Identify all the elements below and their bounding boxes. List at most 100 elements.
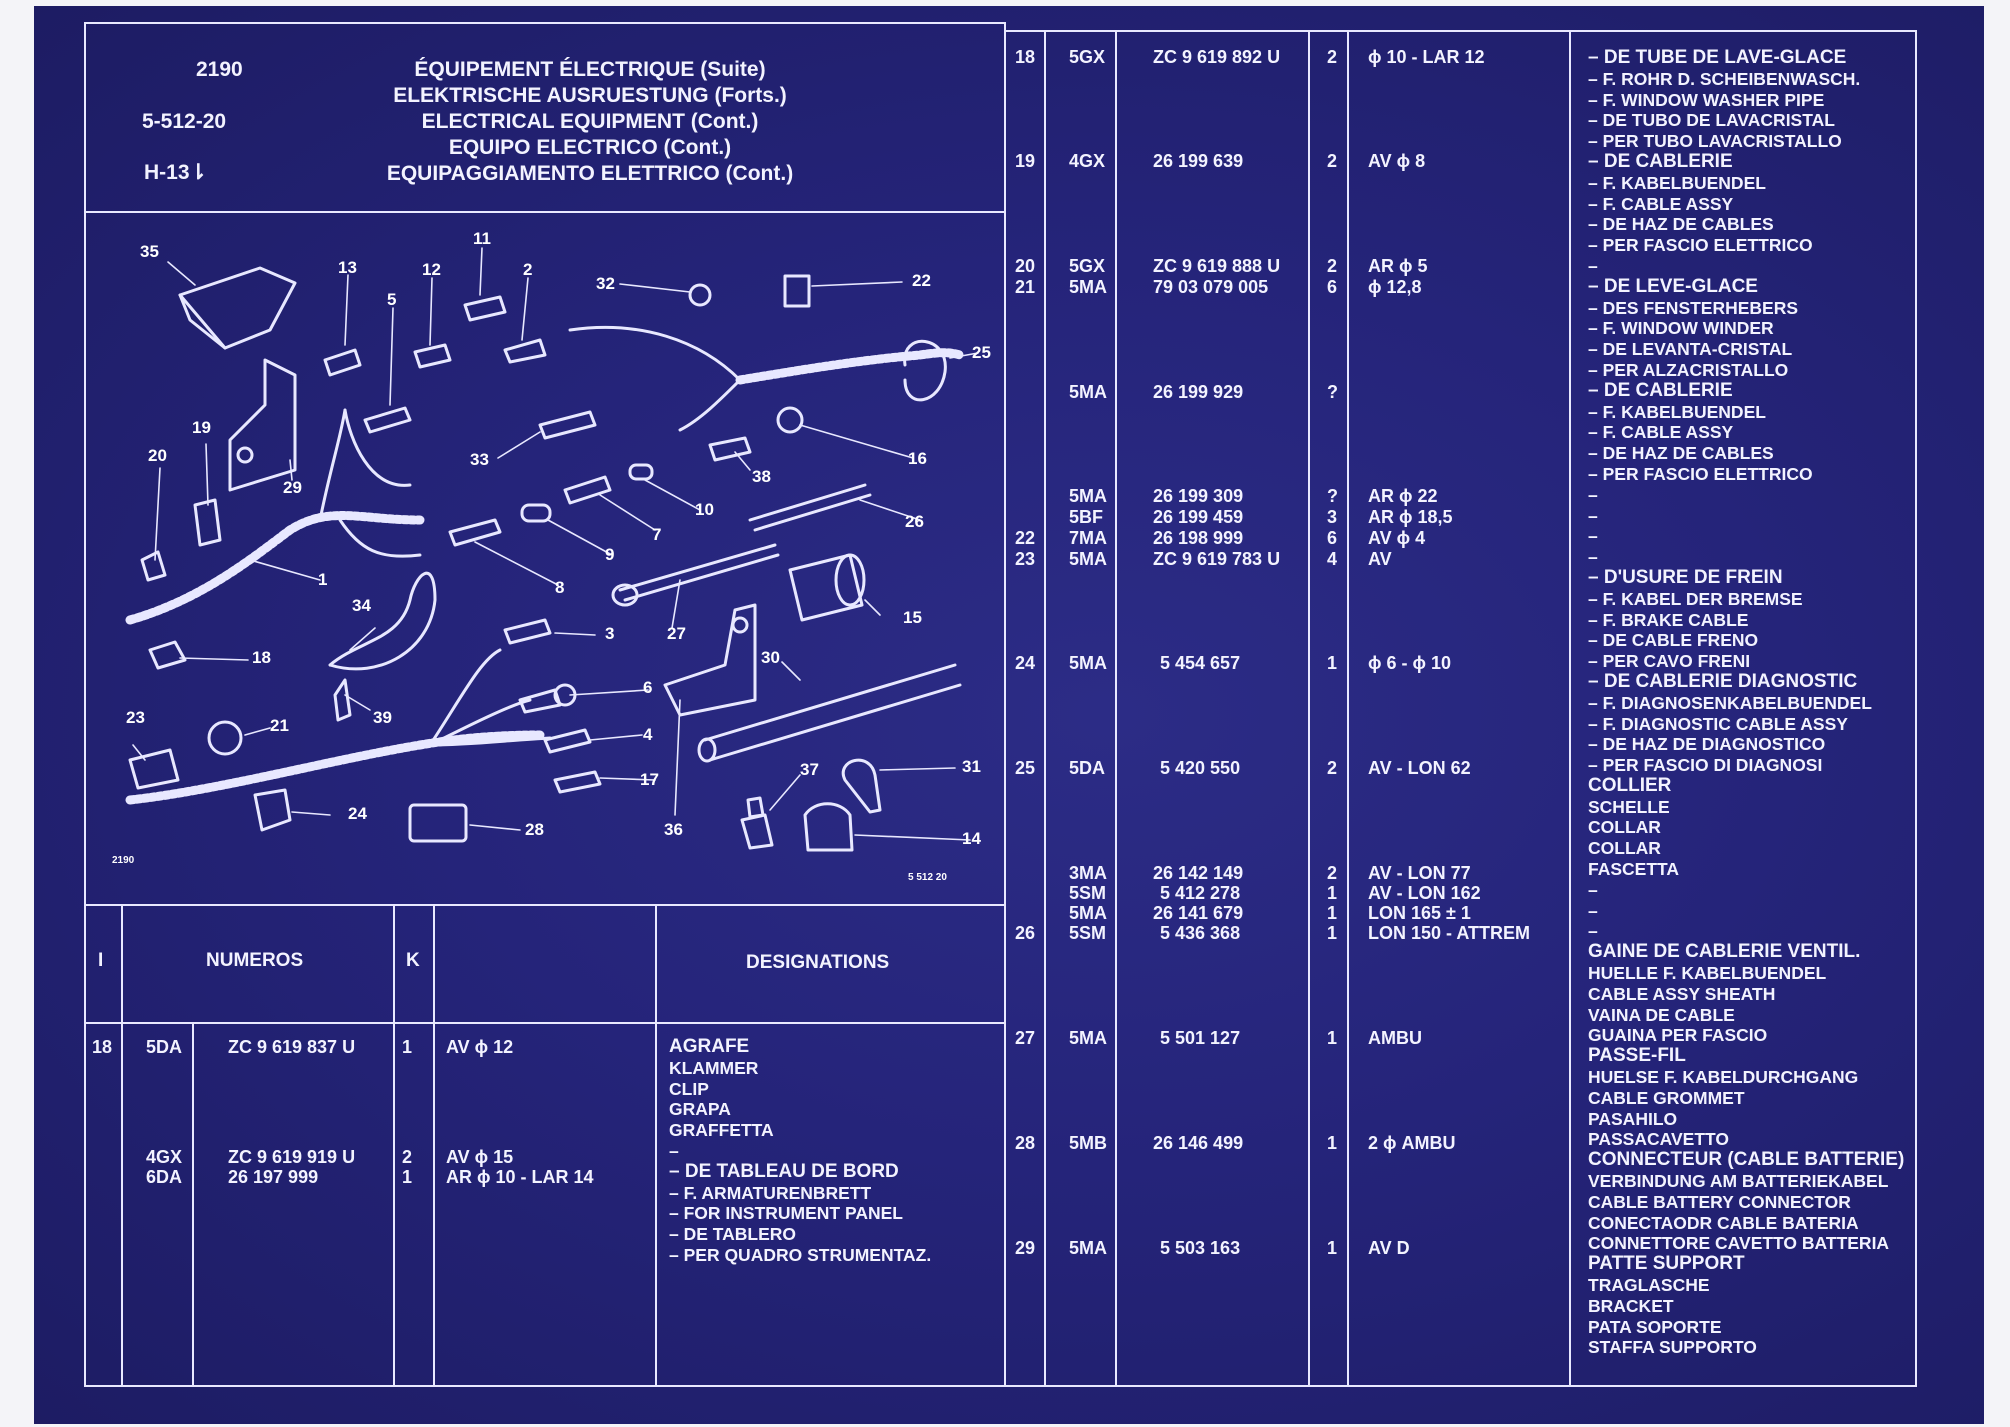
r-row16-num: 26 146 499 bbox=[1153, 1133, 1244, 1153]
callout-28: 28 bbox=[525, 820, 544, 839]
r-des-58: PATTE SUPPORT bbox=[1588, 1253, 1745, 1275]
r-row10-k: 2 bbox=[1327, 758, 1338, 778]
th-numeros: NUMEROS bbox=[206, 950, 304, 971]
r-des-2: – F. WINDOW WASHER PIPE bbox=[1588, 89, 1825, 110]
r-des-27: – F. BRAKE CABLE bbox=[1588, 609, 1749, 630]
r-row17-i: 29 bbox=[1015, 1238, 1036, 1258]
r-row6-note: AR ϕ 18,5 bbox=[1368, 507, 1453, 527]
th-designations: DESIGNATIONS bbox=[746, 952, 890, 973]
r-row14-code: 5SM bbox=[1069, 923, 1107, 943]
l-row2-note: AR ϕ 10 - LAR 14 bbox=[446, 1167, 594, 1187]
r-row8-i: 23 bbox=[1015, 549, 1036, 569]
r-row14-i: 26 bbox=[1015, 923, 1036, 943]
r-des-32: – F. DIAGNOSTIC CABLE ASSY bbox=[1588, 713, 1848, 734]
l-row2-code: 6DA bbox=[146, 1167, 183, 1187]
r-row2-code: 5GX bbox=[1069, 256, 1106, 276]
callout-8: 8 bbox=[555, 578, 565, 597]
callout-7: 7 bbox=[652, 525, 662, 544]
callout-6: 6 bbox=[643, 678, 653, 697]
r-row5-k: ? bbox=[1327, 486, 1338, 506]
r-row9-i: 24 bbox=[1015, 653, 1036, 673]
r-row0-i: 18 bbox=[1015, 47, 1036, 67]
r-des-0: – DE TUBE DE LAVE-GLACE bbox=[1588, 47, 1847, 68]
r-row8-note: AV bbox=[1368, 549, 1392, 569]
r-row1-note: AV ϕ 8 bbox=[1368, 151, 1426, 171]
r-des-42: – bbox=[1588, 921, 1598, 942]
r-des-16: – DE CABLERIE bbox=[1588, 379, 1733, 401]
l-des-0: AGRAFE bbox=[669, 1036, 750, 1057]
l-des-2: CLIP bbox=[669, 1078, 709, 1099]
r-row12-note: AV - LON 162 bbox=[1368, 883, 1481, 903]
r-row16-k: 1 bbox=[1327, 1133, 1338, 1153]
r-des-59: TRAGLASCHE bbox=[1588, 1275, 1710, 1296]
r-row16-code: 5MB bbox=[1069, 1133, 1108, 1153]
r-row11-num: 26 142 149 bbox=[1153, 863, 1244, 883]
callout-10: 10 bbox=[695, 500, 714, 519]
l-row0-code: 5DA bbox=[146, 1037, 183, 1057]
title-en: ELECTRICAL EQUIPMENT (Cont.) bbox=[421, 110, 759, 133]
r-row4-k: ? bbox=[1327, 382, 1338, 402]
callout-14: 14 bbox=[962, 829, 981, 848]
table-header-divider bbox=[86, 1022, 1004, 1024]
l-row1-code: 4GX bbox=[146, 1147, 183, 1167]
callout-25: 25 bbox=[972, 343, 991, 362]
callout-1: 1 bbox=[318, 570, 328, 589]
right-designations: – DE TUBE DE LAVE-GLACE– F. ROHR D. SCHE… bbox=[1588, 47, 1918, 1358]
r-des-47: GUAINA PER FASCIO bbox=[1588, 1025, 1768, 1046]
r-row12-k: 1 bbox=[1327, 883, 1338, 903]
r-row0-note: ϕ 10 - LAR 12 bbox=[1368, 47, 1485, 67]
callout-11: 11 bbox=[473, 229, 491, 248]
r-des-18: – F. CABLE ASSY bbox=[1588, 422, 1734, 443]
r-row1-i: 19 bbox=[1015, 151, 1036, 171]
l-row0-num: ZC 9 619 837 U bbox=[228, 1037, 356, 1057]
l-des-4: GRAFFETTA bbox=[669, 1120, 774, 1141]
callout-22: 22 bbox=[912, 271, 931, 290]
r-des-52: PASSACAVETTO bbox=[1588, 1129, 1729, 1150]
r-row17-k: 1 bbox=[1327, 1238, 1338, 1258]
r-des-1: – F. ROHR D. SCHEIBENWASCH. bbox=[1588, 68, 1861, 89]
r-des-8: – DE HAZ DE CABLES bbox=[1588, 214, 1774, 235]
r-row15-i: 27 bbox=[1015, 1028, 1036, 1048]
r-row9-k: 1 bbox=[1327, 653, 1338, 673]
r-row7-code: 7MA bbox=[1069, 528, 1108, 548]
header-code-2190: 2190 bbox=[196, 58, 243, 81]
r-row6-code: 5BF bbox=[1069, 507, 1104, 527]
callout-19: 19 bbox=[192, 418, 211, 437]
r-row15-num: 5 501 127 bbox=[1160, 1028, 1241, 1048]
l-des-3: GRAPA bbox=[669, 1099, 731, 1120]
r-row13-k: 1 bbox=[1327, 903, 1338, 923]
header-divider bbox=[86, 211, 1004, 213]
callout-13: 13 bbox=[338, 258, 357, 277]
header-code-ref: H-13⇂ bbox=[144, 161, 208, 184]
r-des-56: CONECTAODR CABLE BATERIA bbox=[1588, 1212, 1859, 1233]
callout-23: 23 bbox=[126, 708, 145, 727]
r-des-22: – bbox=[1588, 505, 1598, 526]
r-row16-note: 2 ϕ AMBU bbox=[1368, 1133, 1456, 1153]
r-des-3: – DE TUBO DE LAVACRISTAL bbox=[1588, 110, 1835, 131]
r-des-53: CONNECTEUR (CABLE BATTERIE) bbox=[1588, 1149, 1905, 1171]
r-row3-num: 79 03 079 005 bbox=[1153, 277, 1269, 297]
r-row8-k: 4 bbox=[1327, 549, 1338, 569]
l-des-10: – PER QUADRO STRUMENTAZ. bbox=[669, 1244, 932, 1265]
left-designations: AGRAFE KLAMMER CLIP GRAPA GRAFFETTA – – … bbox=[669, 1036, 932, 1266]
callout-4: 4 bbox=[643, 725, 653, 744]
r-row15-code: 5MA bbox=[1069, 1028, 1108, 1048]
r-des-37: COLLAR bbox=[1588, 817, 1661, 838]
r-row16-i: 28 bbox=[1015, 1133, 1036, 1153]
r-des-11: – DE LEVE-GLACE bbox=[1588, 275, 1758, 297]
col-numeros-divider bbox=[393, 904, 395, 1386]
r-row2-k: 2 bbox=[1327, 256, 1338, 276]
r-row3-k: 6 bbox=[1327, 277, 1338, 297]
r-des-15: – PER ALZACRISTALLO bbox=[1588, 359, 1789, 380]
r-row15-k: 1 bbox=[1327, 1028, 1338, 1048]
r-des-54: VERBINDUNG AM BATTERIEKABEL bbox=[1588, 1171, 1889, 1192]
r-des-45: CABLE ASSY SHEATH bbox=[1588, 983, 1776, 1004]
callout-16: 16 bbox=[908, 449, 927, 468]
callout-32: 32 bbox=[596, 274, 615, 293]
l-row2-num: 26 197 999 bbox=[228, 1167, 319, 1187]
callout-36: 36 bbox=[664, 820, 683, 839]
r-row5-note: AR ϕ 22 bbox=[1368, 486, 1438, 506]
r-row8-code: 5MA bbox=[1069, 549, 1108, 569]
r-des-50: CABLE GROMMET bbox=[1588, 1087, 1745, 1108]
r-row7-note: AV ϕ 4 bbox=[1368, 528, 1426, 548]
